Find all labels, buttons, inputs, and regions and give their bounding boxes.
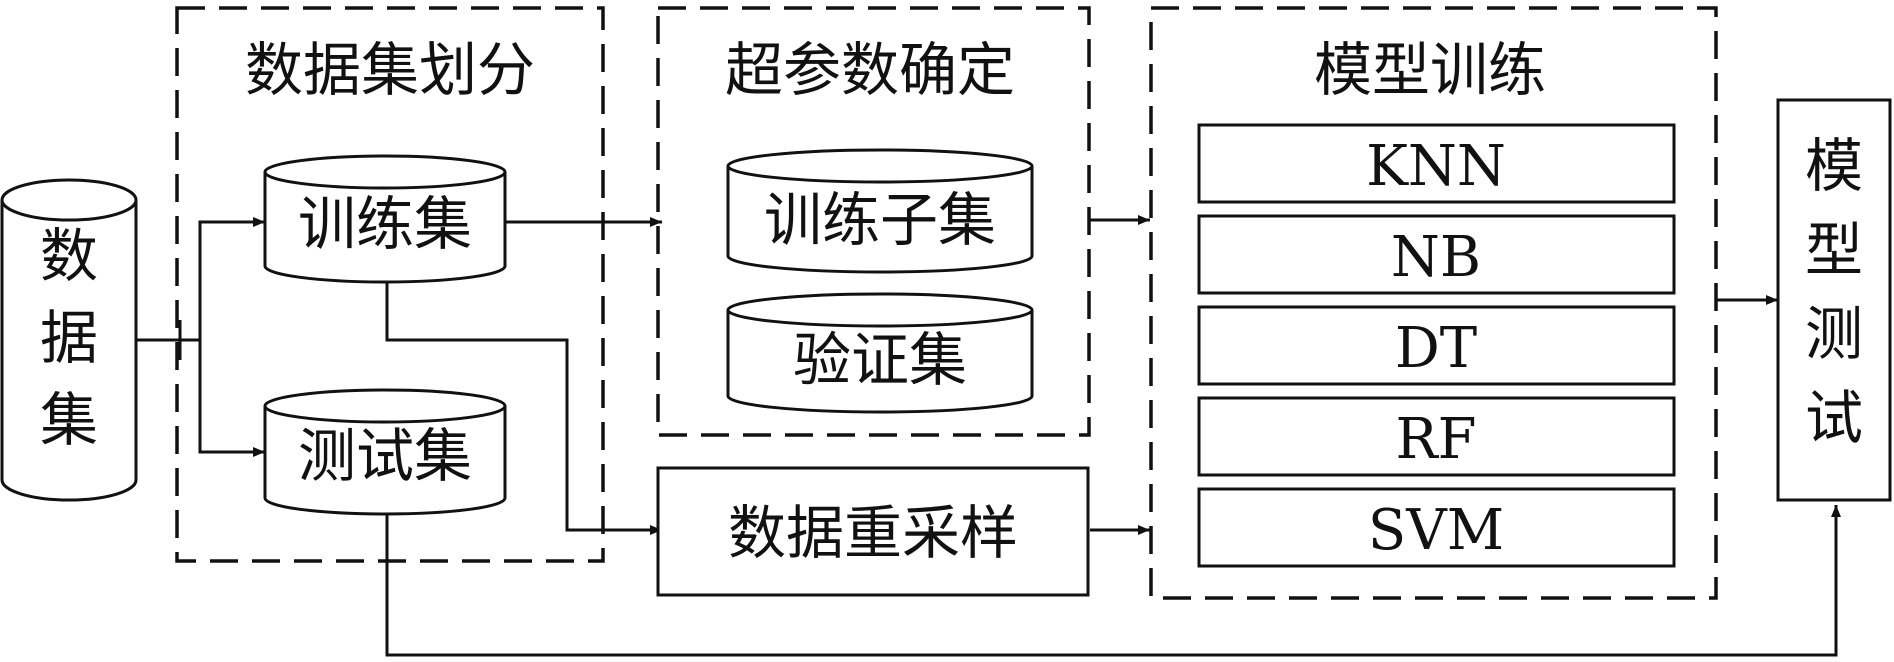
to-test-arrow [198, 340, 265, 457]
hyper-title: 超参数确定 [725, 36, 1015, 104]
model-list: KNN NB DT RF SVM [1197, 123, 1676, 568]
model-box-svm [1197, 487, 1676, 568]
split-title: 数据集划分 [245, 36, 535, 104]
model-label-knn: KNN [1366, 134, 1506, 199]
train-to-resample-arrow [385, 280, 662, 535]
test-set-label: 测试集 [298, 422, 472, 490]
testing-char-3: 试 [1805, 384, 1863, 452]
train-set-label: 训练集 [298, 190, 472, 258]
model-label-rf: RF [1395, 407, 1476, 472]
training-stage-frame [1149, 6, 1718, 600]
model-box-dt [1197, 305, 1676, 386]
to-train-arrow [198, 217, 265, 340]
testing-char-2: 测 [1805, 300, 1863, 368]
dataset-char-1: 据 [40, 304, 98, 372]
dataset-cylinder: 数 据 集 [0, 178, 138, 502]
model-box-nb [1197, 214, 1676, 295]
train-subset-cylinder: 训练子集 [726, 148, 1034, 274]
testing-char-1: 型 [1805, 216, 1863, 284]
training-title: 模型训练 [1314, 36, 1546, 104]
testing-box [1776, 98, 1892, 502]
resample-box [656, 466, 1090, 597]
model-label-nb: NB [1391, 225, 1481, 290]
test-set-cylinder: 测试集 [263, 388, 507, 516]
dataset-char-2: 集 [40, 386, 98, 454]
validation-label: 验证集 [793, 326, 967, 394]
model-label-svm: SVM [1368, 498, 1504, 563]
model-label-dt: DT [1395, 316, 1477, 381]
testing-char-0: 模 [1805, 132, 1863, 200]
resample-label: 数据重采样 [728, 499, 1018, 567]
model-box-rf [1197, 396, 1676, 477]
train-subset-label: 训练子集 [764, 186, 996, 254]
validation-cylinder: 验证集 [726, 292, 1034, 414]
dataset-char-0: 数 [40, 222, 98, 290]
test-to-testing-arrow [385, 505, 1841, 657]
model-box-knn [1197, 123, 1676, 204]
split-stage-frame [175, 6, 605, 563]
connectors [135, 215, 1841, 657]
train-set-cylinder: 训练集 [263, 154, 507, 284]
